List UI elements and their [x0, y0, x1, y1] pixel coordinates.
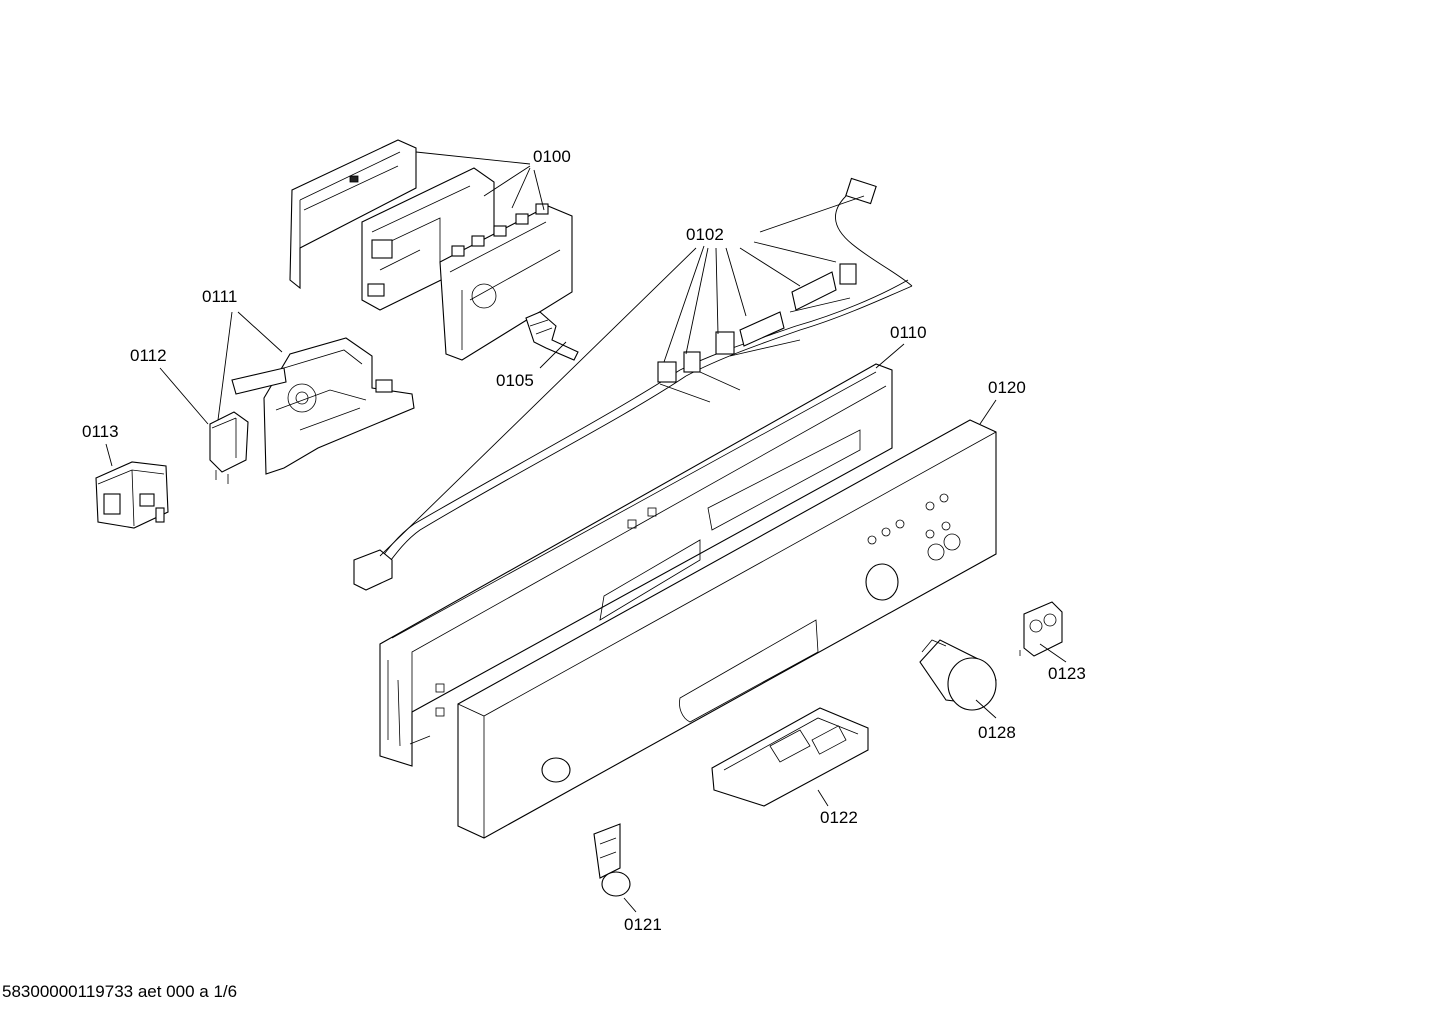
part-0113-switch — [95, 461, 169, 529]
part-0111-selector-mechanism — [231, 337, 415, 475]
part-0121-lever — [593, 823, 631, 897]
label-0111: 0111 — [202, 287, 237, 306]
part-0128-knob — [919, 639, 997, 711]
part-0112-component — [209, 411, 249, 484]
part-0105-pressure-sensor — [525, 311, 579, 361]
label-0120: 0120 — [988, 378, 1026, 397]
label-0105: 0105 — [496, 371, 534, 390]
part-0123-button-block — [1019, 601, 1063, 657]
leader-lines — [105, 151, 1067, 913]
drawing-reference: 58300000119733 aet 000 a 1/6 — [2, 982, 237, 1001]
label-0128: 0128 — [978, 723, 1016, 742]
part-0100-electronic-module — [289, 139, 573, 361]
label-0121: 0121 — [624, 915, 662, 934]
part-0120-front-panel — [457, 419, 997, 839]
part-0102-wiring-harness — [353, 177, 913, 591]
part-0110-inner-panel — [379, 363, 893, 767]
part-labels: 0100 0102 0105 0110 0111 0112 0113 0120 … — [82, 147, 1086, 934]
label-0110: 0110 — [890, 323, 927, 342]
label-0113: 0113 — [82, 422, 119, 441]
part-0122-handle — [711, 707, 869, 807]
label-0123: 0123 — [1048, 664, 1086, 683]
label-0100: 0100 — [533, 147, 571, 166]
label-0102: 0102 — [686, 225, 724, 244]
label-0112: 0112 — [130, 346, 167, 365]
label-0122: 0122 — [820, 808, 858, 827]
